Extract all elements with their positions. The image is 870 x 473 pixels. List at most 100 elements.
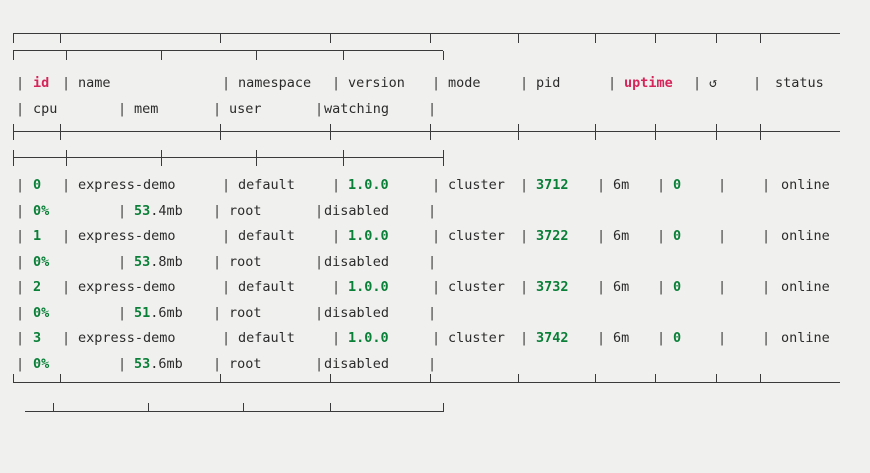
column-separator: | <box>315 356 324 372</box>
column-separator: | <box>520 228 529 244</box>
column-separator: | <box>62 75 71 91</box>
rule-tick <box>595 34 596 43</box>
cell-mode: cluster <box>448 330 505 346</box>
table-top-rule-narrow <box>13 50 444 60</box>
header-watching[interactable]: watching <box>324 101 390 117</box>
rule-tick <box>161 51 162 60</box>
cell-pid: 3712 <box>536 177 569 193</box>
rule-tick <box>13 158 14 166</box>
cell-version: 1.0.0 <box>348 279 389 295</box>
column-separator: | <box>118 101 127 117</box>
cell-namespace: default <box>238 177 295 193</box>
column-separator: | <box>213 254 222 270</box>
column-separator: | <box>753 75 762 91</box>
cell-cpu: 0% <box>33 254 50 270</box>
rule-tick <box>13 132 14 140</box>
rule-tick <box>60 132 61 140</box>
header-cpu[interactable]: cpu <box>33 101 58 117</box>
column-separator: | <box>118 203 127 219</box>
header-pid[interactable]: pid <box>536 75 561 91</box>
cell-watching: disabled <box>324 356 390 372</box>
column-separator: | <box>762 330 771 346</box>
column-separator: | <box>118 254 127 270</box>
rule-tick <box>256 51 257 60</box>
header-mem[interactable]: mem <box>134 101 159 117</box>
cell-user: root <box>229 356 262 372</box>
cell-pid: 3742 <box>536 330 569 346</box>
cell-pid: 3732 <box>536 279 569 295</box>
rule-tick <box>655 124 656 132</box>
column-separator: | <box>657 330 666 346</box>
rule-tick <box>716 124 717 132</box>
cell-mode: cluster <box>448 228 505 244</box>
cell-namespace: default <box>238 279 295 295</box>
cell-id: 0 <box>33 177 42 193</box>
rule-tick <box>716 34 717 43</box>
column-separator: | <box>222 177 231 193</box>
cell-uptime: 6m <box>613 279 630 295</box>
restart-icon[interactable]: ↺ <box>709 75 718 91</box>
column-separator: | <box>332 330 341 346</box>
column-separator: | <box>62 330 71 346</box>
header-id[interactable]: id <box>33 75 50 91</box>
rule-tick <box>66 150 67 158</box>
column-separator: | <box>332 75 341 91</box>
rule-tick <box>430 124 431 132</box>
rule-tick <box>220 124 221 132</box>
column-separator: | <box>520 177 529 193</box>
header-mode[interactable]: mode <box>448 75 481 91</box>
rule-tick <box>595 124 596 132</box>
cell-mem: 53.4mb <box>134 201 183 221</box>
column-separator: | <box>222 330 231 346</box>
rule-tick <box>13 150 14 158</box>
header-version[interactable]: version <box>348 75 405 91</box>
header-uptime[interactable]: uptime <box>624 75 673 91</box>
header-name[interactable]: name <box>78 75 111 91</box>
header-namespace[interactable]: namespace <box>238 75 312 91</box>
column-separator: | <box>16 177 25 193</box>
cell-status: online <box>781 228 830 244</box>
rule-tick <box>655 132 656 140</box>
column-separator: | <box>432 75 441 91</box>
cell-uptime: 6m <box>613 177 630 193</box>
column-separator: | <box>118 356 127 372</box>
rule-tick <box>330 132 331 140</box>
header-status[interactable]: status <box>775 75 824 91</box>
rule-tick <box>716 132 717 140</box>
header-user[interactable]: user <box>229 101 262 117</box>
rule-tick <box>443 403 444 412</box>
cell-id: 1 <box>33 228 42 244</box>
rule-tick <box>443 51 444 60</box>
column-separator: | <box>332 177 341 193</box>
column-separator: | <box>432 177 441 193</box>
column-separator: | <box>213 356 222 372</box>
cell-mem-value: 53 <box>134 254 151 270</box>
rule-tick <box>13 374 14 383</box>
column-separator: | <box>315 305 324 321</box>
cell-watching: disabled <box>324 203 390 219</box>
cell-user: root <box>229 254 262 270</box>
cell-mem: 53.8mb <box>134 252 183 272</box>
column-separator: | <box>16 330 25 346</box>
cell-restarts: 0 <box>673 177 682 193</box>
column-separator: | <box>762 177 771 193</box>
rule-tick <box>760 124 761 132</box>
column-separator: | <box>597 279 606 295</box>
table-bottom-rule-narrow <box>25 403 444 412</box>
column-separator: | <box>693 75 702 91</box>
rule-tick <box>430 34 431 43</box>
column-separator: | <box>118 305 127 321</box>
rule-tick <box>716 374 717 383</box>
cell-mem: 51.6mb <box>134 303 183 323</box>
rule-tick <box>330 374 331 383</box>
column-separator: | <box>428 203 437 219</box>
rule-tick <box>518 124 519 132</box>
